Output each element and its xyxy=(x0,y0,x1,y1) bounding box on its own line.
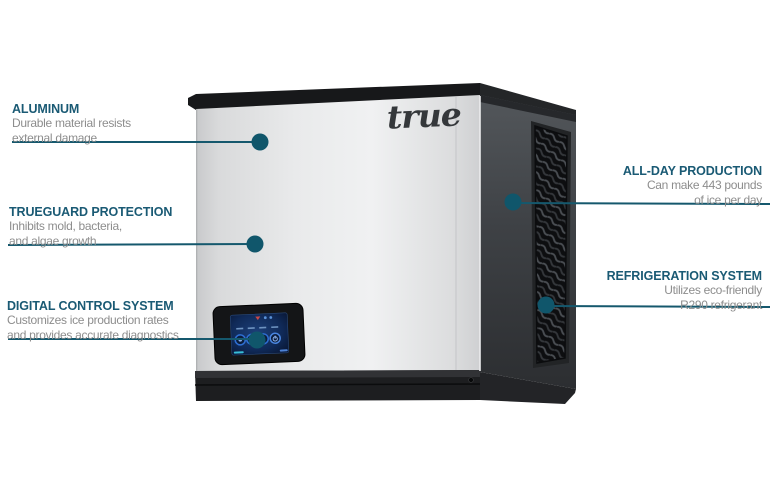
machine-top-rim xyxy=(188,83,484,110)
callout-trueguard: TRUEGUARD PROTECTION Inhibits mold, bact… xyxy=(9,205,172,249)
callout-description-line: Customizes ice production rates xyxy=(7,313,169,327)
callout-dot-aluminum xyxy=(251,133,269,151)
button-label xyxy=(271,326,279,329)
screen-footer-left-text xyxy=(233,351,244,354)
callout-description-line: Utilizes eco-friendly xyxy=(664,283,762,297)
callout-description-line: R290 refrigerant xyxy=(680,298,762,312)
callout-digital-control: DIGITAL CONTROL SYSTEM Customizes ice pr… xyxy=(7,299,179,343)
callout-description-line: Durable material resists xyxy=(12,116,131,130)
button-label xyxy=(259,326,267,329)
callout-refrigeration-system: REFRIGERATION SYSTEM Utilizes eco-friend… xyxy=(606,269,763,313)
callout-line-trueguard xyxy=(7,243,256,246)
callout-description-line: Can make 443 pounds xyxy=(646,178,762,192)
button-label xyxy=(236,327,244,330)
base-screw xyxy=(468,377,474,383)
callout-title: TRUEGUARD PROTECTION xyxy=(9,205,173,219)
wifi-alert-icon xyxy=(255,316,261,321)
status-dot-icon xyxy=(263,316,267,320)
button-label xyxy=(247,327,255,330)
brand-logo: true xyxy=(386,95,462,136)
machine-top-surface xyxy=(480,83,576,117)
machine-front-panel xyxy=(196,95,480,373)
callout-dot-all-day xyxy=(504,193,522,211)
callout-lines xyxy=(7,141,770,340)
callout-line-all-day xyxy=(512,202,770,205)
callout-description-line: and provides accurate diagnostics xyxy=(7,328,179,342)
callout-all-day-production: ALL-DAY PRODUCTION Can make 443 pounds o… xyxy=(623,164,762,208)
callout-description-line: of ice per day xyxy=(694,193,762,207)
callout-description-line: and algae growth xyxy=(9,234,97,248)
side-vent-grille xyxy=(534,124,568,364)
callout-title: DIGITAL CONTROL SYSTEM xyxy=(7,299,174,313)
callout-description-line: external damage xyxy=(12,131,97,145)
callout-line-refrigeration xyxy=(545,305,770,308)
callout-title: REFRIGERATION SYSTEM xyxy=(606,269,763,283)
callout-dot-refrigeration xyxy=(537,296,555,314)
callout-description-line: Inhibits mold, bacteria, xyxy=(9,219,122,233)
base-seam xyxy=(194,383,481,386)
callout-title: ALL-DAY PRODUCTION xyxy=(622,164,762,178)
callout-dot-trueguard xyxy=(246,235,264,253)
status-dot-icon xyxy=(269,316,273,319)
machine-side-top-band xyxy=(480,95,576,122)
callout-aluminum: ALUMINUM Durable material resists extern… xyxy=(12,102,131,146)
screen-footer-right-text xyxy=(279,349,288,352)
callout-dots xyxy=(246,133,555,349)
machine-base-side xyxy=(480,372,576,404)
callout-title: ALUMINUM xyxy=(12,102,80,116)
callout-dot-digital-control xyxy=(248,331,266,349)
machine-base-top-strip xyxy=(195,370,480,378)
